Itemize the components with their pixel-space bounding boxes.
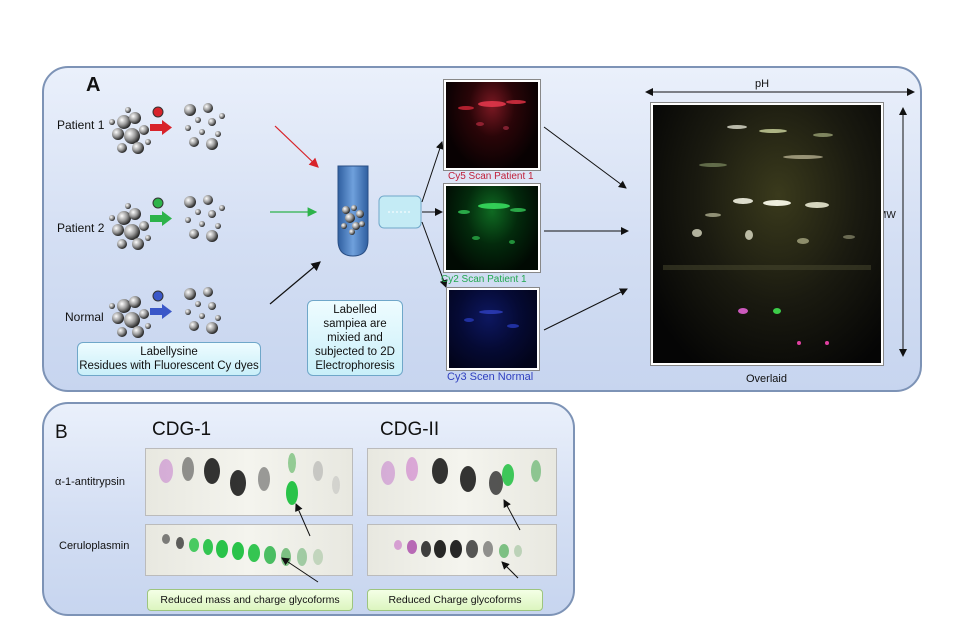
- cdg1-title: CDG-1: [152, 419, 212, 440]
- mw-axis-label: MW: [878, 210, 896, 221]
- mix-box-line4: subjected to 2D: [315, 346, 395, 358]
- overlay-gel-image: [651, 103, 883, 365]
- note-cdg1: Reduced mass and charge glycoforms: [147, 589, 353, 611]
- test-tube-icon: [337, 165, 369, 257]
- blot-cdg1-ceruloplasmin: [145, 524, 353, 576]
- blot-cdg1-antitrypsin: [145, 448, 353, 516]
- blot-cdg2-antitrypsin: [367, 448, 557, 516]
- cdg2-title: CDG-II: [380, 419, 440, 440]
- cluster-row-3: [109, 287, 221, 338]
- overlay-caption: Overlaid: [746, 373, 787, 385]
- mix-box-line2: sampiea are: [323, 318, 387, 330]
- cy5-scan-image: [444, 80, 540, 170]
- label-box-line2: Residues with Fluorescent Cy dyes: [79, 360, 259, 372]
- cy2-scan-caption: Cy2 Scan Patient 1: [441, 274, 527, 285]
- row-label-antitrypsin: α-1-antitrypsin: [55, 476, 125, 488]
- cy3-scan-image: [447, 288, 539, 370]
- mix-box-line5: Electrophoresis: [315, 360, 395, 372]
- arrow-red: [274, 125, 319, 168]
- arrow-blue: [269, 261, 321, 305]
- note-cdg2: Reduced Charge glycoforms: [367, 589, 543, 611]
- blot-cdg2-ceruloplasmin: [367, 524, 557, 576]
- label-box: Labellysine Residues with Fluorescent Cy…: [77, 342, 261, 376]
- cy2-scan-image: [444, 184, 540, 272]
- mix-box-line1: Labelled: [333, 304, 377, 316]
- patient-2-label: Patient 2: [57, 221, 105, 235]
- panel-a-letter: A: [86, 74, 101, 96]
- normal-label: Normal: [65, 310, 104, 324]
- cy3-scan-caption: Cy3 Scen Normal: [447, 371, 534, 383]
- cluster-row-2: [109, 195, 225, 250]
- ph-axis-label: pH: [755, 78, 770, 90]
- panel-b-letter: B: [55, 422, 68, 443]
- cy5-scan-caption: Cy5 Scan Patient 1: [448, 171, 534, 182]
- cluster-row-1: [109, 103, 225, 154]
- mix-box-line3: mixied and: [327, 332, 383, 344]
- patient-1-label: Patient 1: [57, 118, 105, 132]
- row-label-ceruloplasmin: Ceruloplasmin: [59, 540, 130, 552]
- mix-box: Labelled sampiea are mixied and subjecte…: [307, 300, 403, 376]
- label-box-line1: Labellysine: [140, 346, 198, 358]
